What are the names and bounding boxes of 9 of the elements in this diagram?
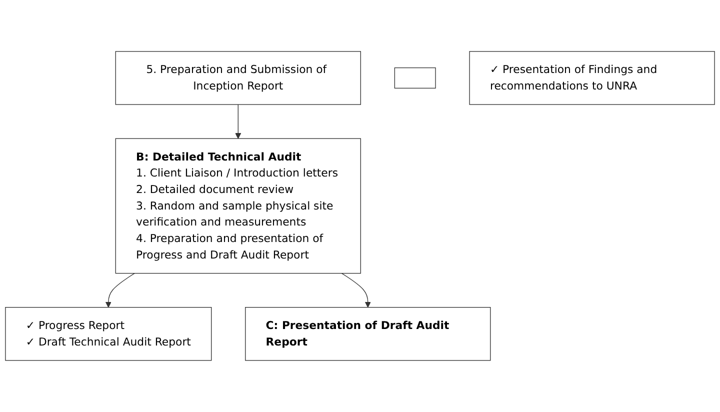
node-box: ✓ Progress Report ✓ Draft Technical Audit Report — [5, 307, 212, 361]
node-box: B: Detailed Technical Audit 1. Client Liaison / Introduction letters 2. Detailed document review 3. Random and sample physical site verification and measurements 4. Preparation and presentation of Progress and Draft Audit Report — [115, 138, 361, 274]
arrow — [105, 273, 135, 308]
node-box — [394, 68, 436, 89]
arrow — [235, 104, 242, 139]
node-box: 5. Preparation and Submission of Inception Report — [115, 51, 361, 105]
arrow — [341, 273, 371, 308]
node-box: C: Presentation of Draft Audit Report — [245, 307, 491, 361]
node-box: ✓ Presentation of Findings and recommendations to UNRA — [469, 51, 715, 105]
